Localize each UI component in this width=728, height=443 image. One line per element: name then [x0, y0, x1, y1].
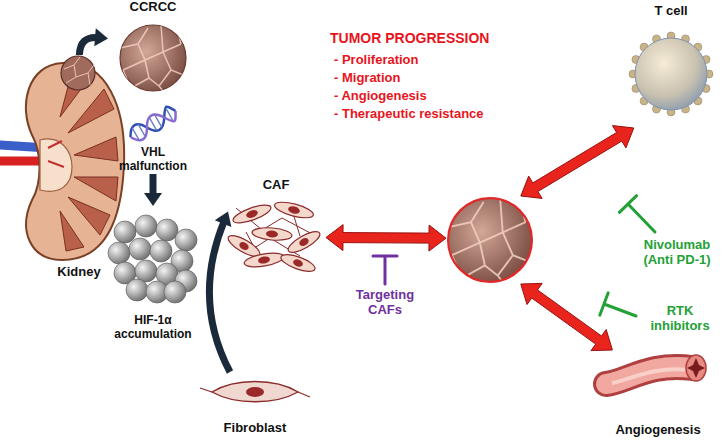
vessel-illustration — [606, 355, 706, 384]
connector-arrow — [209, 212, 231, 372]
process-arrow — [209, 221, 230, 372]
process-arrow — [150, 174, 157, 196]
node-label: VHL malfunction — [106, 146, 200, 174]
double-arrow — [521, 283, 613, 350]
tumor-node — [446, 196, 534, 284]
connector-arrow — [79, 28, 108, 55]
protein-cluster — [108, 215, 197, 303]
label-slot: Targeting CAFs — [350, 288, 420, 318]
node-label: CAF — [263, 178, 290, 193]
dna-icon — [126, 104, 179, 144]
t-cell-illustration — [629, 32, 713, 116]
therapy-label: RTK inhibitors — [640, 304, 720, 334]
caf-illustration — [225, 199, 322, 275]
connector-arrow — [144, 174, 162, 206]
arrow-head — [94, 28, 108, 46]
gene-node: VHL malfunction — [106, 104, 200, 174]
node-label: CCRCC — [130, 0, 177, 15]
fibroblast-node: Fibroblast — [205, 372, 305, 436]
label-slot: - Migration — [334, 71, 509, 86]
label-slot: TUMOR PROGRESSION — [330, 30, 520, 46]
label-slot: - Angiogenesis — [334, 89, 509, 104]
node-label: T cell — [654, 4, 687, 19]
arrow-head — [144, 193, 162, 206]
connector-arrow — [326, 225, 446, 252]
label-slot: RTK inhibitors — [640, 304, 720, 334]
node-label: Kidney — [57, 265, 100, 280]
inhibitor-marker — [373, 196, 655, 316]
tumor-illustration — [120, 25, 186, 91]
protein-node: HIF-1α accumulation — [101, 206, 205, 342]
list-item: - Angiogenesis — [334, 89, 509, 104]
t-cell-node: T cell — [622, 4, 720, 128]
list-item: - Proliferation — [334, 53, 509, 68]
tumor-illustration — [448, 198, 532, 282]
caf-node: CAF — [226, 178, 326, 274]
list-item: - Migration — [334, 71, 509, 86]
connector-arrow — [521, 283, 613, 350]
double-arrow — [326, 225, 446, 252]
section-title: TUMOR PROGRESSION — [330, 30, 520, 46]
therapy-label: Targeting CAFs — [350, 288, 420, 318]
label-slot: Nivolumab (Anti PD-1) — [632, 238, 722, 268]
kidney-illustration — [0, 56, 124, 260]
organ-node: Kidney — [0, 55, 128, 280]
node-label: Fibroblast — [224, 421, 287, 436]
double-arrow — [521, 126, 634, 199]
arrow-head — [215, 212, 232, 227]
node-label: Angiogenesis — [615, 423, 700, 438]
node-label: HIF-1α accumulation — [101, 314, 205, 342]
label-slot: - Proliferation — [334, 53, 509, 68]
fibroblast-illustration — [200, 382, 310, 402]
connector-arrow — [521, 126, 634, 199]
vessel-node: Angiogenesis — [598, 350, 718, 438]
label-slot: - Therapeutic resistance — [334, 107, 509, 122]
therapy-label: Nivolumab (Anti PD-1) — [632, 238, 722, 268]
list-item: - Therapeutic resistance — [334, 107, 509, 122]
tumor-node: CCRCC — [108, 0, 198, 96]
